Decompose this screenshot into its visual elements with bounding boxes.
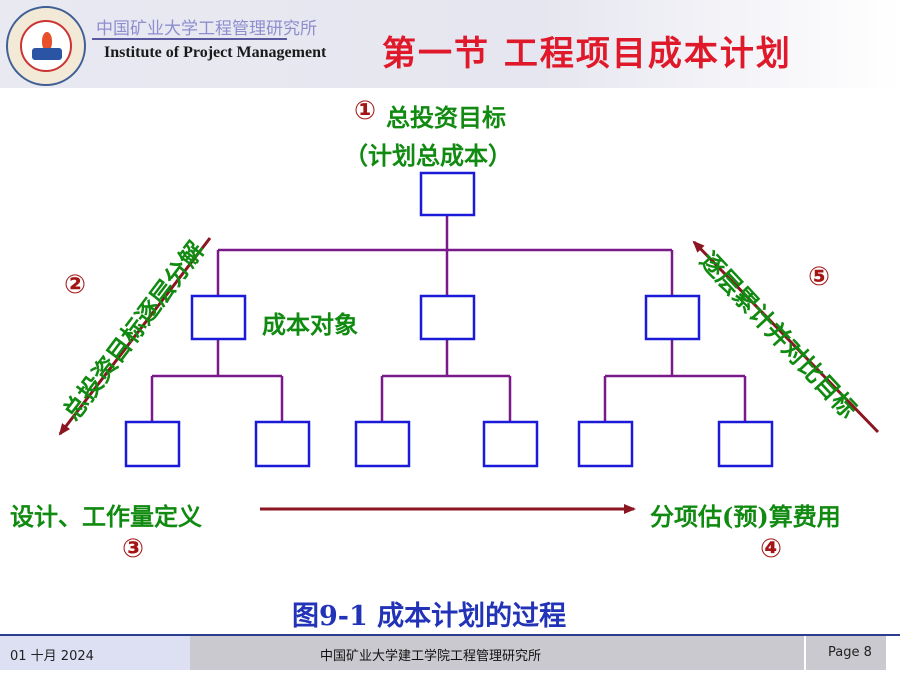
- label-design-quantity: 设计、工作量定义: [10, 502, 202, 531]
- footer-divider: [0, 634, 900, 636]
- flame-icon: [42, 32, 52, 50]
- footer-date: 01 十月 2024: [10, 649, 94, 664]
- box-total-target: [419, 171, 476, 217]
- footer-institute: 中国矿业大学建工学院工程管理研究所: [320, 649, 542, 664]
- label-total-plan-cost: （计划总成本）: [344, 141, 512, 170]
- footer-date-cell: 01 十月 2024: [0, 636, 190, 670]
- box-cost-object-2: [419, 294, 476, 341]
- box-item-5: [577, 420, 634, 468]
- slide-header: 中国矿业大学工程管理研究所 Institute of Project Manag…: [0, 0, 900, 88]
- figure-caption: 图9-1 成本计划的过程: [292, 601, 567, 632]
- step-number-1: ①: [354, 96, 377, 126]
- step-number-3: ③: [122, 534, 145, 564]
- header-divider: [92, 38, 287, 40]
- arrow-decompose: [58, 237, 212, 436]
- tree-connectors: [150, 215, 747, 422]
- slide-footer: 01 十月 2024 中国矿业大学建工学院工程管理研究所 Page 8: [0, 634, 900, 675]
- step-number-4: ④: [760, 534, 783, 564]
- box-item-3: [354, 420, 411, 468]
- logo-emblem: [20, 20, 72, 72]
- label-item-estimate: 分项估(预)算费用: [650, 502, 841, 531]
- box-cost-object-3: [644, 294, 701, 341]
- footer-page-cell: Page 8: [806, 636, 886, 670]
- box-item-4: [482, 420, 539, 468]
- step-number-2: ②: [64, 270, 87, 300]
- box-item-2: [254, 420, 311, 468]
- university-logo: [6, 6, 86, 86]
- footer-center-cell: 中国矿业大学建工学院工程管理研究所: [190, 636, 804, 670]
- gear-icon: [32, 48, 62, 60]
- box-item-6: [717, 420, 774, 468]
- institute-name-cn: 中国矿业大学工程管理研究所: [96, 19, 317, 38]
- slide-title: 第一节 工程项目成本计划: [382, 34, 792, 74]
- label-cost-object: 成本对象: [262, 310, 358, 339]
- label-total-target: 总投资目标: [386, 103, 506, 132]
- footer-page-number: Page 8: [828, 645, 872, 660]
- institute-name-en: Institute of Project Management: [104, 44, 327, 61]
- step-number-5: ⑤: [808, 262, 831, 292]
- box-cost-object-1: [190, 294, 247, 341]
- box-item-1: [124, 420, 181, 468]
- arrow-accumulate: [692, 240, 880, 434]
